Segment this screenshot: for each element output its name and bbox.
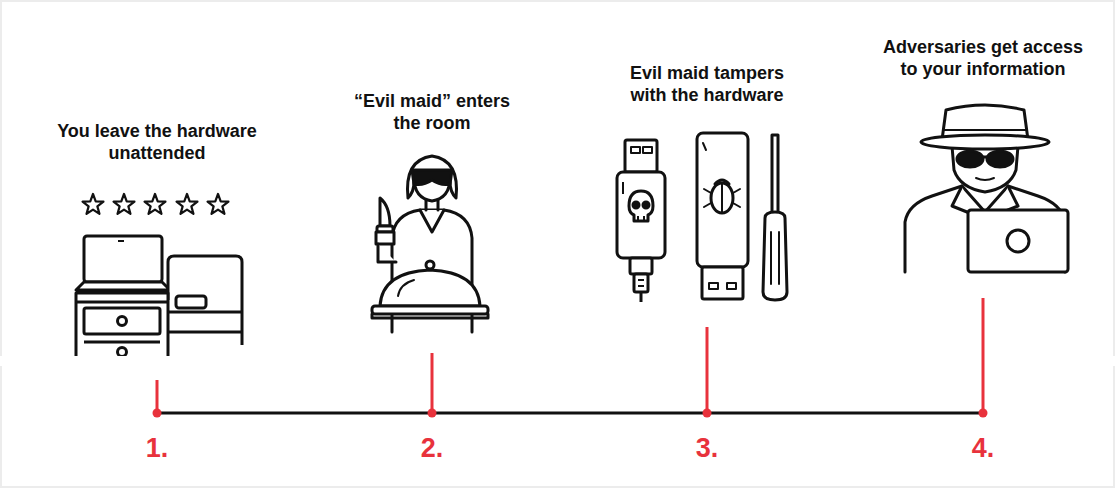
spy-icon: [944, 129, 1026, 131]
screwdriver-icon: [778, 232, 780, 284]
timeline: [703, 409, 712, 418]
hotel-room-icon: [0, 356, 1115, 366]
rating-stars: [114, 194, 135, 214]
usb-stick-icon: [697, 133, 748, 299]
step-number: 1.: [127, 432, 187, 464]
hotel-room-icon: [84, 341, 160, 344]
hotel-room-icon: [118, 348, 127, 357]
usb-stick-icon: [733, 189, 740, 193]
rating-stars: [145, 194, 166, 214]
hotel-room-icon: [84, 308, 160, 334]
spy-icon: [957, 151, 983, 167]
hotel-room-icon: [76, 293, 168, 363]
hotel-room-icon: [76, 301, 168, 304]
usb-cable-icon: [617, 172, 665, 258]
rating-stars: [83, 194, 104, 214]
timeline-dot: [153, 409, 988, 418]
hotel-room-icon: [168, 256, 242, 345]
usb-stick-icon: [704, 203, 711, 207]
evil-maid-icon: [372, 314, 488, 318]
evil-maid-icon: [425, 200, 428, 210]
timeline: [156, 380, 159, 413]
usb-cable-icon: [637, 216, 639, 221]
evil-maid-icon: [398, 280, 414, 296]
usb-cable-icon: [638, 279, 644, 281]
usb-cable-icon: [629, 191, 653, 221]
spy-icon: [987, 151, 1013, 167]
spy-icon: [921, 135, 1049, 149]
timeline: [153, 298, 988, 418]
evil-maid-icon: [372, 306, 488, 314]
evil-maid-icon: [412, 170, 452, 185]
evil-maid-icon: [378, 244, 396, 262]
usb-cable-icon: [633, 202, 639, 208]
timeline-axis: [157, 412, 983, 415]
hotel-room-icon: [168, 331, 242, 334]
screwdriver-icon: [763, 212, 787, 300]
hotel-room-icon: [118, 240, 124, 242]
spy-icon: [976, 178, 994, 180]
spy-icon: [1007, 230, 1029, 252]
screwdriver-icon: [772, 135, 778, 216]
usb-cable-icon: [638, 285, 644, 287]
spy-icon: [968, 210, 1068, 272]
step-number: 3.: [677, 432, 737, 464]
timeline-tick: [157, 298, 983, 413]
usb-stick-icon: [709, 283, 718, 289]
rating-stars: [208, 194, 229, 214]
evil-maid-icon: [437, 200, 440, 210]
spy-icon: [905, 105, 1068, 272]
usb-stick-icon: [711, 183, 733, 213]
usb-stick-icon: [703, 143, 706, 150]
usb-cable-icon: [630, 258, 652, 274]
spy-icon: [952, 146, 1018, 192]
usb-cable-icon: [643, 147, 652, 153]
usb-stick-icon: [702, 267, 743, 299]
hotel-room-icon: [84, 236, 162, 282]
usb-cable-icon: [640, 292, 643, 302]
step-number: 2.: [402, 432, 462, 464]
hotel-room-icon: [76, 282, 170, 290]
evil-maid-icon: [376, 232, 394, 244]
usb-stick-icon: [721, 184, 723, 213]
evil-maid-icon: [380, 198, 390, 226]
rating-stars: [83, 194, 229, 214]
usb-stick-icon: [704, 189, 711, 193]
usb-cable-icon: [643, 216, 645, 221]
evil-maid-icon: [426, 261, 434, 269]
screwdriver-icon: [770, 232, 772, 284]
usb-cable-icon: [634, 274, 648, 292]
usb-cable-icon: [622, 182, 624, 194]
step-caption: Adversaries get access to your informati…: [881, 36, 1086, 80]
step-caption: Evil maid tampers with the hardware: [620, 62, 795, 106]
timeline: [428, 409, 437, 418]
usb-stick-icon: [727, 283, 736, 289]
timeline: [982, 298, 985, 413]
timeline: [706, 327, 709, 413]
timeline: [979, 409, 988, 418]
usb-cable-icon: [631, 147, 640, 153]
usb-stick-icon: [733, 203, 740, 207]
timeline: [153, 409, 162, 418]
screwdriver-icon: [763, 135, 787, 300]
usb-cable-icon: [625, 140, 657, 172]
usb-cable-icon: [643, 202, 649, 208]
evil-maid-icon: [420, 210, 444, 232]
hotel-room-icon: [176, 296, 206, 308]
evil-maid-icon: [372, 156, 488, 332]
spy-icon: [983, 156, 987, 159]
evil-maid-icon: [380, 270, 480, 306]
usb-stick-icon: [697, 133, 748, 267]
step-caption: “Evil maid” enters the room: [345, 90, 520, 134]
usb-cable-icon: [617, 140, 665, 302]
step-caption: You leave the hardware unattended: [42, 120, 272, 164]
hotel-room-icon: [118, 317, 127, 326]
timeline: [431, 353, 434, 413]
hotel-room-icon: [168, 311, 242, 314]
step-number: 4.: [953, 432, 1013, 464]
rating-stars: [177, 194, 198, 214]
